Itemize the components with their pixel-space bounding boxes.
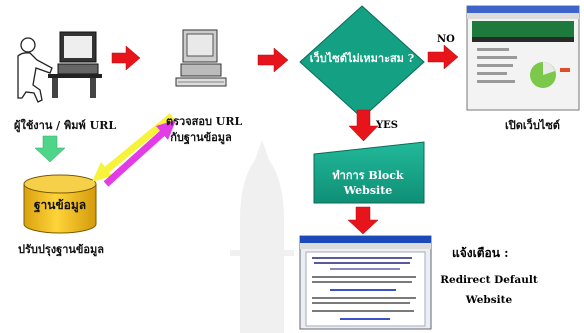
notify-line2: Website <box>465 294 513 306</box>
check-label-line2: กับฐานข้อมูล <box>170 131 232 144</box>
decision-label: เว็บไซต์ไม่เหมาะสม ? <box>309 52 415 65</box>
no-arrow <box>427 44 459 70</box>
notify-title: แจ้งเตือน : <box>452 246 509 260</box>
check-label-line1: ตรวจสอบ URL <box>166 115 243 128</box>
watermark <box>230 140 294 333</box>
no-label: NO <box>437 34 455 45</box>
block-website-shape <box>313 141 425 204</box>
magenta-arrow <box>103 120 176 187</box>
user-at-computer-icon <box>17 31 102 103</box>
yes-arrow <box>348 109 379 142</box>
block-label: ทำการ Block Website <box>332 169 404 197</box>
notify-line1: Redirect Default <box>440 274 538 286</box>
database-label: ฐานข้อมูล <box>33 198 87 212</box>
desktop-computer-icon <box>175 29 227 87</box>
user-label: ผู้ใช้งาน / พิมพ์ URL <box>14 119 117 132</box>
flow-arrow-2 <box>257 47 289 73</box>
flow-arrow-1 <box>111 45 141 71</box>
update-db-label: ปรับปรุงฐานข้อมูล <box>18 243 105 256</box>
green-arrow <box>34 135 66 163</box>
database-cylinder-icon <box>23 174 97 234</box>
block-page-screenshot <box>299 235 432 330</box>
notify-text: Redirect Default Website <box>440 270 538 310</box>
redirect-arrow <box>347 206 379 235</box>
open-site-label: เปิดเว็บไซต์ <box>505 119 560 132</box>
yes-label: YES <box>376 120 398 131</box>
website-screenshot <box>466 5 580 111</box>
